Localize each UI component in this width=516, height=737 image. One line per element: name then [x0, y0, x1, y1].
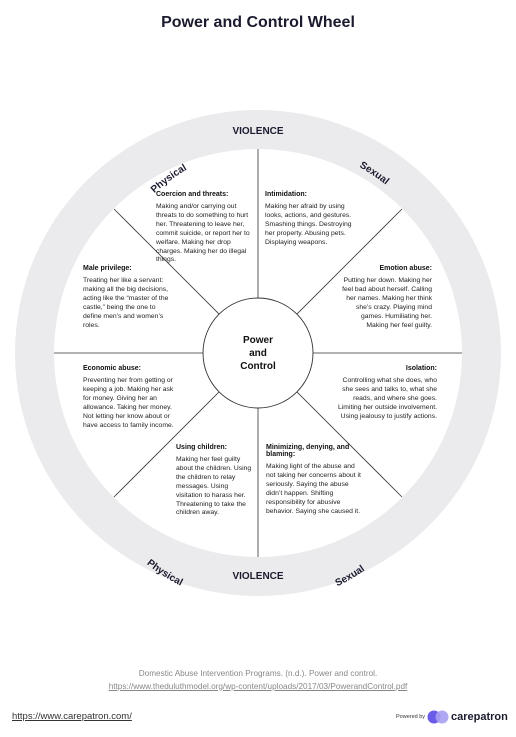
segment-title: Coercion and threats:	[156, 191, 229, 198]
carepatron-logo-icon	[427, 710, 449, 724]
segment-title: Emotion abuse:	[379, 265, 432, 272]
segment-body: Controlling what she does, who she sees …	[338, 377, 437, 420]
segment-emotion-abuse: Emotion abuse: Putting her down. Making …	[338, 265, 432, 330]
segment-coercion-threats: Coercion and threats: Making and/or carr…	[156, 191, 254, 265]
center-hub	[202, 297, 314, 409]
segment-body: Making her afraid by using looks, action…	[265, 203, 352, 246]
powered-by-text: Powered by	[396, 714, 426, 720]
segment-intimidation: Intimidation: Making her afraid by using…	[265, 191, 353, 248]
segment-title: Using children:	[176, 444, 227, 451]
segment-title: Minimizing, denying, and blaming:	[266, 444, 350, 458]
segment-body: Treating her like a servant: making all …	[83, 277, 169, 329]
segment-isolation: Isolation: Controlling what she does, wh…	[333, 365, 437, 422]
page-title: Power and Control Wheel	[161, 14, 355, 31]
segment-using-children: Using children: Making her feel guilty a…	[176, 444, 254, 518]
segment-body: Putting her down. Making her feel bad ab…	[342, 277, 432, 329]
segment-body: Making and/or carrying out threats to do…	[156, 203, 250, 264]
segment-title: Isolation:	[405, 365, 437, 372]
center-label-line-2: and	[249, 348, 267, 359]
segment-body: Making light of the abuse and not taking…	[266, 463, 361, 515]
violence-top-label: VIOLENCE	[232, 126, 283, 137]
carepatron-website-link[interactable]: https://www.carepatron.com/	[12, 711, 132, 722]
segment-male-privilege: Male privilege: Treating her like a serv…	[83, 265, 175, 330]
citation-link[interactable]: https://www.theduluthmodel.org/wp-conten…	[108, 681, 408, 691]
segment-economic-abuse: Economic abuse: Preventing her from gett…	[83, 365, 182, 430]
segment-title: Economic abuse:	[83, 365, 141, 372]
violence-bottom-label: VIOLENCE	[232, 571, 283, 582]
center-label-line-3: Control	[240, 361, 276, 372]
segment-body: Making her feel guilty about the childre…	[176, 456, 252, 517]
segment-title: Intimidation:	[265, 191, 307, 198]
brand-name: carepatron	[451, 711, 508, 723]
segment-body: Preventing her from getting or keeping a…	[83, 377, 174, 429]
center-label-line-1: Power	[243, 335, 273, 346]
citation: Domestic Abuse Intervention Programs. (n…	[0, 668, 516, 693]
segment-minimizing-denying-blaming: Minimizing, denying, and blaming: Making…	[266, 444, 364, 516]
citation-text: Domestic Abuse Intervention Programs. (n…	[138, 669, 378, 678]
segment-title: Male privilege:	[83, 265, 132, 272]
